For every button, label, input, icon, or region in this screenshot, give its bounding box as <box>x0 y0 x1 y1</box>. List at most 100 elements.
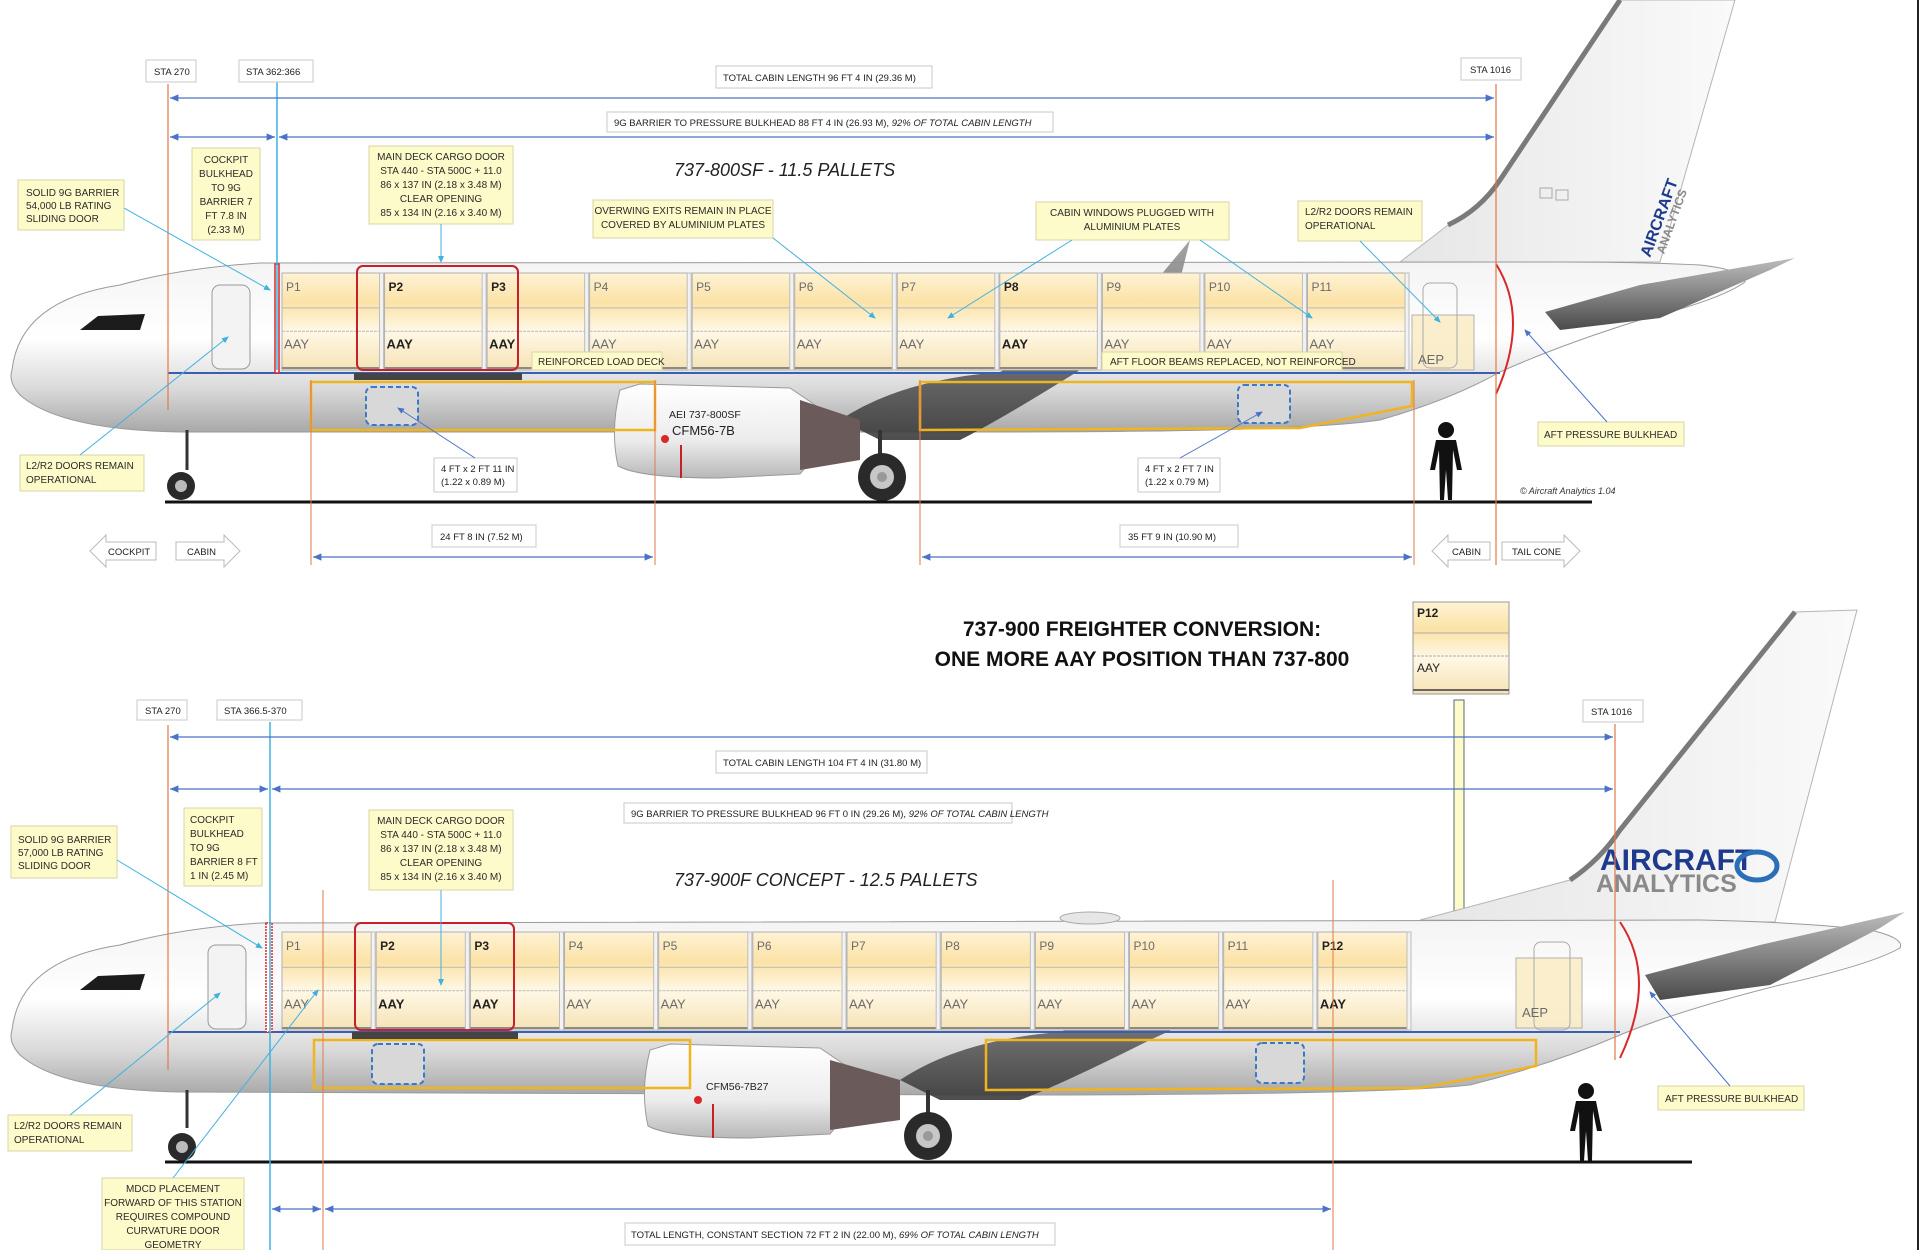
pallet-id-label: P3 <box>491 280 506 294</box>
svg-text:9G BARRIER TO PRESSURE BULKHEA: 9G BARRIER TO PRESSURE BULKHEAD 88 FT 4 … <box>614 118 1032 129</box>
fwd-lower-hold-door <box>365 386 419 426</box>
pallet-id-label: P10 <box>1209 280 1231 294</box>
svg-text:STA 366.5-370: STA 366.5-370 <box>224 706 287 717</box>
leader-aft-hold-door <box>1179 411 1263 459</box>
wing <box>840 240 1190 440</box>
main-gear <box>904 1090 952 1160</box>
leader-fwd-hold-door <box>397 407 476 459</box>
pallet-box <box>846 931 938 1031</box>
total-cabin-length-label: TOTAL CABIN LENGTH 104 FT 4 IN (31.80 M) <box>715 750 928 774</box>
barrier-to-bulkhead-label: 9G BARRIER TO PRESSURE BULKHEAD 96 FT 0 … <box>623 802 1049 824</box>
cockpit-windows <box>80 974 145 990</box>
nose-gear <box>168 1090 196 1161</box>
l1-door <box>211 284 251 370</box>
svg-text:L2/R2 DOORS REMAIN: L2/R2 DOORS REMAIN <box>14 1121 122 1132</box>
pallet-type-label: AAY <box>284 337 309 352</box>
l2-door-aft <box>1533 941 1571 1031</box>
insert-arrow <box>1444 699 1474 933</box>
pallet-restraint-post <box>994 272 1000 371</box>
person-scale-figure <box>1430 422 1462 500</box>
pallet-id-label: P8 <box>1004 280 1019 294</box>
headline-line-2: ONE MORE AAY POSITION THAN 737-800 <box>935 648 1350 671</box>
aircraft-737-900f: CFM56-7B27 P1AAYP2AAYP3AAYP4AAYP5AAYP6AA… <box>10 609 1905 1164</box>
fwd-hold-door-dimension: 4 FT x 2 FT 11 IN(1.22 x 0.89 M) <box>433 457 518 493</box>
svg-text:86 x 137 IN (2.18 x 3.48 M): 86 x 137 IN (2.18 x 3.48 M) <box>380 844 501 855</box>
pallet-restraint-post <box>1096 272 1102 371</box>
aft-pressure-bulkhead <box>1619 921 1640 1059</box>
reinforced-load-deck-bar <box>352 1032 518 1039</box>
note-aft-pressure-bulkhead: AFT PRESSURE BULKHEAD <box>1657 1085 1805 1111</box>
inset-pallet-p12: P12 AAY <box>1412 601 1510 695</box>
pallet-box <box>469 931 562 1031</box>
top-pallet-positions: P1AAYP2AAYP3AAYP4AAYP5AAYP6AAYP7AAYP8AAY… <box>281 272 1410 371</box>
svg-text:COCKPIT: COCKPIT <box>108 547 150 558</box>
svg-text:TO 9G: TO 9G <box>211 183 241 194</box>
pallet-type-label: AAY <box>899 337 924 352</box>
pallet-type-label: AAY <box>387 337 414 352</box>
svg-text:MAIN DECK CARGO DOOR: MAIN DECK CARGO DOOR <box>377 152 505 163</box>
aft-lower-hold-outline <box>984 1038 1538 1092</box>
svg-text:86 x 137 IN (2.18 x 3.48 M): 86 x 137 IN (2.18 x 3.48 M) <box>380 180 501 191</box>
station-label-barrier: STA 366.5-370 <box>216 699 303 721</box>
svg-text:MDCD PLACEMENT: MDCD PLACEMENT <box>126 1184 220 1195</box>
svg-text:GEOMETRY: GEOMETRY <box>144 1240 201 1250</box>
pallet-box <box>1129 931 1221 1031</box>
svg-text:COVERED BY ALUMINIUM PLATES: COVERED BY ALUMINIUM PLATES <box>601 220 765 231</box>
pallet-id-label: P2 <box>389 280 404 294</box>
leader-windows-1 <box>947 239 1073 319</box>
pallet-type-label: AAY <box>1002 337 1029 352</box>
svg-text:AFT PRESSURE BULKHEAD: AFT PRESSURE BULKHEAD <box>1665 1094 1798 1105</box>
svg-text:CABIN WINDOWS PLUGGED WITH: CABIN WINDOWS PLUGGED WITH <box>1050 208 1214 219</box>
svg-text:85 x 134 IN (2.16 x 3.40 M): 85 x 134 IN (2.16 x 3.40 M) <box>380 872 501 883</box>
leader-aft-bulkhead <box>1649 991 1731 1087</box>
pallet-type-label: AAY <box>472 996 499 1011</box>
pallet-type-label: AAY <box>849 996 874 1011</box>
engine-label-type: CFM56-7B27 <box>706 1081 769 1093</box>
person-scale-figure <box>1570 1083 1602 1161</box>
reinforced-load-deck-bar <box>354 373 522 380</box>
pallet-id-label: P7 <box>901 280 916 294</box>
pallet-type-label: AAY <box>755 996 780 1011</box>
pallet-id-label: P1 <box>286 280 301 294</box>
svg-text:85 x 134 IN (2.16 x 3.40 M): 85 x 134 IN (2.16 x 3.40 M) <box>380 208 501 219</box>
pallet-restraint-post <box>1406 931 1412 1031</box>
svg-text:AIRCRAFT: AIRCRAFT <box>1600 844 1753 877</box>
copyright-notice: © Aircraft Analytics 1.04 <box>1520 486 1616 496</box>
svg-text:57,000 LB RATING: 57,000 LB RATING <box>18 848 104 859</box>
pallet-id-label: P5 <box>696 280 711 294</box>
svg-text:CLEAR OPENING: CLEAR OPENING <box>400 858 482 869</box>
pallet-restraint-post <box>1312 931 1318 1031</box>
pallet-id-label: P6 <box>757 939 772 953</box>
svg-text:FORWARD OF THIS STATION: FORWARD OF THIS STATION <box>104 1198 242 1209</box>
svg-text:1 IN (2.45 M): 1 IN (2.45 M) <box>190 871 248 882</box>
svg-text:24 FT 8 IN (7.52 M): 24 FT 8 IN (7.52 M) <box>440 532 523 543</box>
aft-hold-door-dimension: 4 FT x 2 FT 7 IN(1.22 x 0.79 M) <box>1137 457 1221 493</box>
aep-label: AEP <box>1522 1005 1548 1020</box>
pallet-id-label: P6 <box>799 280 814 294</box>
fin-leading-edge <box>1568 610 1797 883</box>
pallet-box <box>281 272 382 371</box>
svg-text:OVERWING EXITS REMAIN IN PLACE: OVERWING EXITS REMAIN IN PLACE <box>594 206 771 217</box>
svg-text:BARRIER 8 FT: BARRIER 8 FT <box>190 857 258 868</box>
fwd-lower-hold-outline <box>312 1038 692 1090</box>
pallet-id-label: P10 <box>1134 939 1156 953</box>
pallet-id-label: P4 <box>569 939 584 953</box>
svg-text:9G BARRIER TO PRESSURE BULKHEA: 9G BARRIER TO PRESSURE BULKHEAD 96 FT 0 … <box>631 809 1049 820</box>
svg-text:STA 440 - STA 500C + 11.0: STA 440 - STA 500C + 11.0 <box>380 166 502 177</box>
horizontal-stabilizer <box>1545 258 1795 330</box>
pallet-id-label: P11 <box>1311 280 1332 294</box>
nose-gear <box>167 430 195 500</box>
pallet-id-label: P7 <box>851 939 866 953</box>
